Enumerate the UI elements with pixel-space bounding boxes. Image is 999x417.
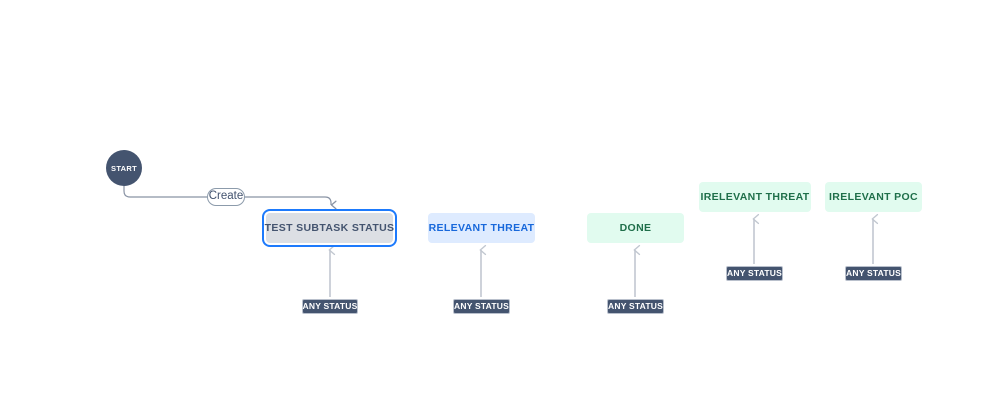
edge-start-to-create: [123, 186, 207, 198]
any-status-badge-label: ANY STATUS: [608, 301, 663, 312]
any-status-badge-label: ANY STATUS: [302, 301, 358, 312]
any-status-badge-irelevant-poc[interactable]: ANY STATUS: [845, 266, 902, 281]
start-node[interactable]: START: [106, 150, 142, 186]
any-status-badge-label: ANY STATUS: [727, 268, 782, 279]
edge-create-to-test-subtask-status: [245, 196, 337, 210]
status-node-irelevant-poc[interactable]: IRELEVANT POC: [825, 182, 922, 212]
status-node-test-subtask-status[interactable]: TEST SUBTASK STATUS: [264, 213, 395, 243]
status-node-relevant-threat[interactable]: RELEVANT THREAT: [428, 213, 535, 243]
status-node-label: IRELEVANT THREAT: [700, 190, 810, 203]
any-status-badge-test-subtask-status[interactable]: ANY STATUS: [302, 299, 358, 314]
status-node-label: TEST SUBTASK STATUS: [264, 221, 395, 234]
status-node-label: RELEVANT THREAT: [428, 221, 535, 234]
status-node-irelevant-threat[interactable]: IRELEVANT THREAT: [699, 182, 811, 212]
any-status-badge-done[interactable]: ANY STATUS: [607, 299, 664, 314]
any-status-badge-irelevant-threat[interactable]: ANY STATUS: [726, 266, 783, 281]
status-node-label: DONE: [619, 221, 652, 234]
transition-create-label: Create: [208, 190, 244, 203]
status-node-label: IRELEVANT POC: [829, 190, 918, 203]
any-status-badge-label: ANY STATUS: [846, 268, 901, 279]
any-status-badge-relevant-threat[interactable]: ANY STATUS: [453, 299, 510, 314]
any-status-badge-label: ANY STATUS: [454, 301, 509, 312]
start-node-label: START: [111, 163, 137, 173]
status-node-done[interactable]: DONE: [587, 213, 684, 243]
transition-create[interactable]: Create: [207, 188, 245, 206]
